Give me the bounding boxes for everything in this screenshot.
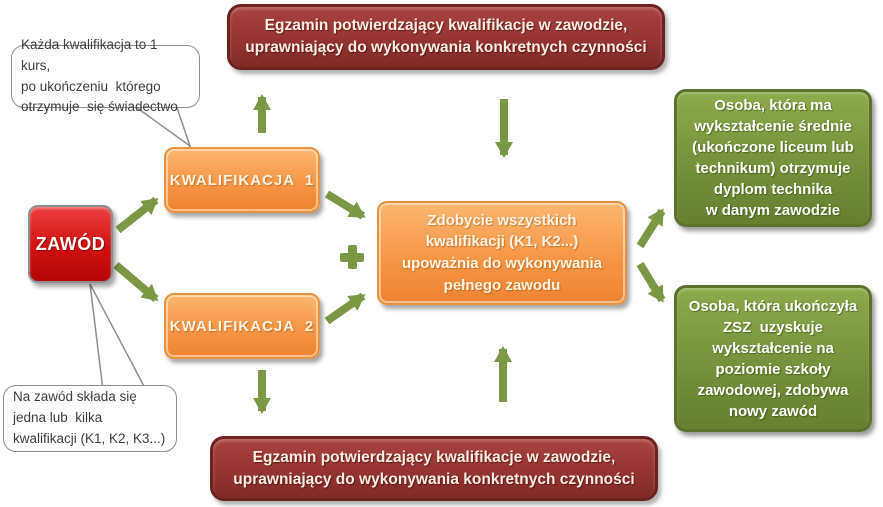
zawod-label: ZAWÓD [35,233,106,254]
exam-bottom-box: Egzamin potwierdzający kwalifikacje w za… [210,436,658,501]
callout-top-text: Każda kwalifikacja to 1 kurs, po ukończe… [21,36,178,115]
center-text: Zdobycie wszystkich kwalifikacji (K1, K2… [401,211,603,294]
arrow-k1-to-center [324,190,366,220]
kwalifikacja-1-label: KWALIFIKACJA 1 [169,171,315,189]
callout-bottom-text: Na zawód składa się jedna lub kilka kwal… [13,389,166,446]
callout-bottom-bubble: Na zawód składa się jedna lub kilka kwal… [3,385,177,452]
arrow-center-to-green-bottom [636,261,666,303]
green-bottom-box: Osoba, która ukończyła ZSZ uzyskuje wyks… [674,285,872,432]
arrow-k2-to-center [324,292,366,325]
kwalifikacja-1-box: KWALIFIKACJA 1 [164,147,320,213]
center-box: Zdobycie wszystkich kwalifikacji (K1, K2… [377,201,627,305]
exam-bottom-text: Egzamin potwierdzający kwalifikacje w za… [233,448,635,488]
green-top-box: Osoba, która ma wykształcenie średnie (u… [674,89,872,227]
kwalifikacja-2-box: KWALIFIKACJA 2 [164,293,320,359]
arrow-center-to-green-top [636,208,666,249]
exam-top-box: Egzamin potwierdzający kwalifikacje w za… [227,4,665,70]
green-top-text: Osoba, która ma wykształcenie średnie (u… [692,97,854,219]
exam-top-text: Egzamin potwierdzający kwalifikacje w za… [245,17,647,56]
arrow-zawod-to-k1 [115,196,159,234]
callout-bottom-tail [89,283,148,391]
plus-icon [340,245,364,269]
green-bottom-text: Osoba, która ukończyła ZSZ uzyskuje wyks… [688,297,858,420]
callout-top-bubble: Każda kwalifikacja to 1 kurs, po ukończe… [11,37,200,114]
zawod-box: ZAWÓD [28,205,113,283]
kwalifikacja-2-label: KWALIFIKACJA 2 [169,317,315,335]
arrow-zawod-to-k2 [113,261,159,303]
